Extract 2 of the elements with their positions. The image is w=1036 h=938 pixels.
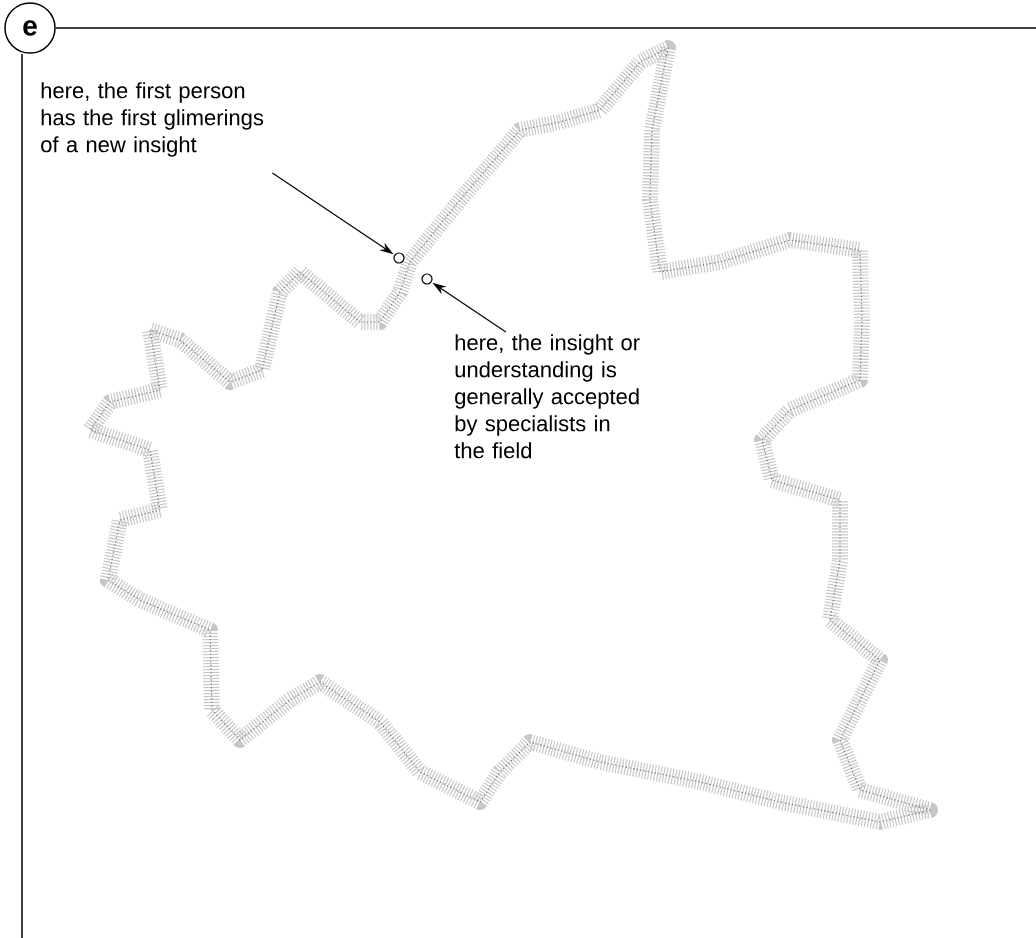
annotation-text: here, the insight or understanding is generally accepted by specialists in the field xyxy=(454,334,640,459)
annotation-text: here, the first person has the first glimerings of a new insight xyxy=(41,82,264,157)
